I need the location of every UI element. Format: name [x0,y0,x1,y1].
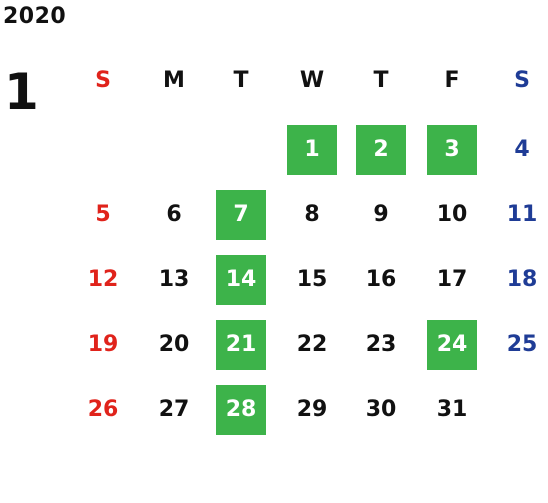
day-cell-22[interactable]: 22 [296,332,328,357]
day-cell-28-highlighted[interactable]: 28 [216,385,266,435]
weekday-header-mon: M [163,68,185,93]
day-cell-29[interactable]: 29 [296,397,328,422]
day-cell-14-highlighted[interactable]: 14 [216,255,266,305]
day-cell-10[interactable]: 10 [436,202,468,227]
weekday-header-sat: S [514,68,530,93]
day-cell-16[interactable]: 16 [365,267,397,292]
day-cell-21-highlighted[interactable]: 21 [216,320,266,370]
day-cell-26[interactable]: 26 [87,397,119,422]
day-cell-31[interactable]: 31 [436,397,468,422]
day-cell-20[interactable]: 20 [158,332,190,357]
day-cell-17[interactable]: 17 [436,267,468,292]
day-cell-4[interactable]: 4 [514,137,530,162]
day-cell-25[interactable]: 25 [506,332,538,357]
day-cell-9[interactable]: 9 [373,202,389,227]
day-cell-11[interactable]: 11 [506,202,538,227]
day-cell-8[interactable]: 8 [304,202,320,227]
day-cell-24-highlighted[interactable]: 24 [427,320,477,370]
weekday-header-fri: F [444,68,460,93]
day-cell-7-highlighted[interactable]: 7 [216,190,266,240]
day-cell-23[interactable]: 23 [365,332,397,357]
day-cell-2-highlighted[interactable]: 2 [356,125,406,175]
weekday-header-tue: T [233,68,249,93]
day-cell-15[interactable]: 15 [296,267,328,292]
day-cell-1-highlighted[interactable]: 1 [287,125,337,175]
day-cell-30[interactable]: 30 [365,397,397,422]
day-cell-27[interactable]: 27 [158,397,190,422]
day-cell-13[interactable]: 13 [158,267,190,292]
weekday-header-thu: T [373,68,389,93]
day-cell-5[interactable]: 5 [95,202,111,227]
day-cell-12[interactable]: 12 [87,267,119,292]
weekday-header-sun: S [95,68,111,93]
day-cell-18[interactable]: 18 [506,267,538,292]
year-label: 2020 [3,4,67,29]
day-cell-19[interactable]: 19 [87,332,119,357]
day-cell-6[interactable]: 6 [166,202,182,227]
day-cell-3-highlighted[interactable]: 3 [427,125,477,175]
month-number: 1 [4,63,39,121]
weekday-header-wed: W [299,68,325,93]
